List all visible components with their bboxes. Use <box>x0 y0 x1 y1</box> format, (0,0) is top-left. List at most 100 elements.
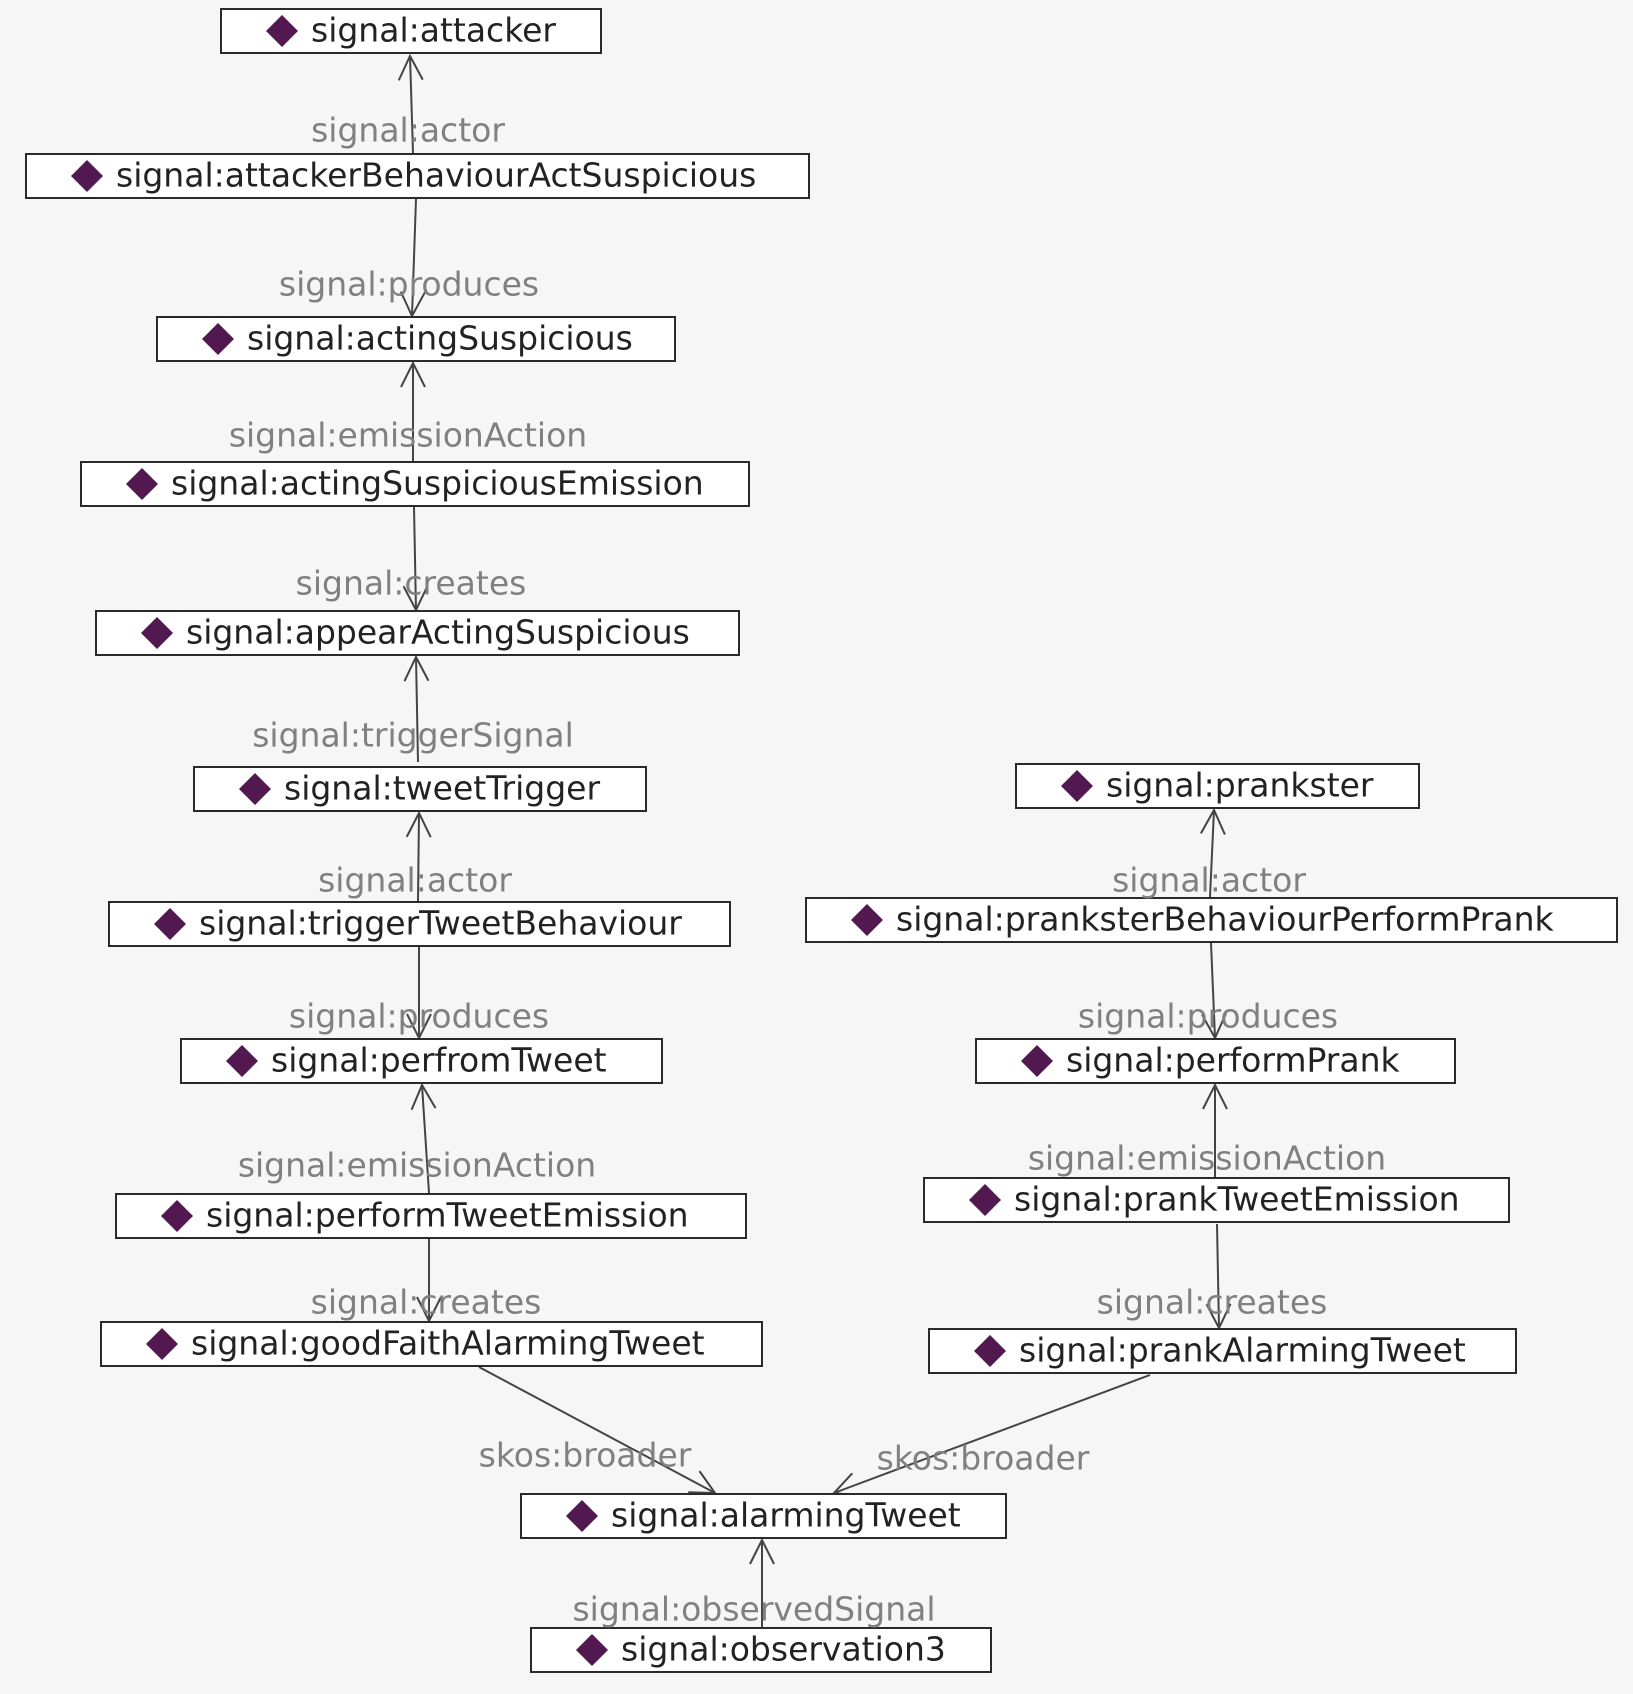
arrowhead-icon <box>403 654 430 682</box>
node-pranksterBehaviourPerformPrank[interactable]: signal:pranksterBehaviourPerformPrank <box>805 897 1618 943</box>
node-box[interactable] <box>80 461 750 507</box>
edge-label: signal:emissionAction <box>1028 1139 1386 1178</box>
edge-actingSuspiciousEmission-to-actingSuspicious <box>400 360 426 461</box>
edge-label: signal:actor <box>311 111 505 150</box>
purple-diamond-icon <box>141 617 173 649</box>
arrowhead-icon <box>410 1082 437 1111</box>
edge-label: skos:broader <box>877 1439 1090 1478</box>
node-box[interactable] <box>100 1321 763 1367</box>
node-box[interactable] <box>928 1328 1517 1374</box>
edge-pranksterBehaviourPerformPrank-to-prankster <box>1200 807 1226 898</box>
node-label: signal:attacker <box>311 11 556 50</box>
node-alarmingTweet[interactable]: signal:alarmingTweet <box>520 1493 1007 1539</box>
purple-diamond-icon <box>154 908 186 940</box>
edge-performTweetEmission-to-perfromTweet <box>410 1082 437 1194</box>
node-label: signal:prankAlarmingTweet <box>1019 1331 1466 1370</box>
node-triggerTweetBehaviour[interactable]: signal:triggerTweetBehaviour <box>108 901 731 947</box>
edge-line <box>478 1366 716 1494</box>
purple-diamond-icon <box>1021 1045 1053 1077</box>
edges-layer <box>397 53 1232 1627</box>
edge-line <box>1210 942 1216 1039</box>
node-label: signal:performTweetEmission <box>206 1196 689 1235</box>
node-label: signal:alarmingTweet <box>611 1496 961 1535</box>
node-box[interactable] <box>180 1038 663 1084</box>
edge-line <box>1209 809 1215 898</box>
purple-diamond-icon <box>969 1184 1001 1216</box>
node-performTweetEmission[interactable]: signal:performTweetEmission <box>115 1193 747 1239</box>
purple-diamond-icon <box>161 1200 193 1232</box>
node-label: signal:pranksterBehaviourPerformPrank <box>896 900 1555 939</box>
node-label: signal:actingSuspicious <box>247 319 633 358</box>
edge-label: signal:creates <box>1097 1283 1328 1322</box>
node-prankster[interactable]: signal:prankster <box>1015 763 1420 809</box>
node-perfromTweet[interactable]: signal:perfromTweet <box>180 1038 663 1084</box>
edge-attackerBehaviourActSuspicious-to-attacker <box>397 53 424 154</box>
node-goodFaithAlarmingTweet[interactable]: signal:goodFaithAlarmingTweet <box>100 1321 763 1367</box>
purple-diamond-icon <box>266 15 298 47</box>
nodes-layer: signal:attacker signal:attackerBehaviourA… <box>25 8 1618 1673</box>
purple-diamond-icon <box>576 1634 608 1666</box>
edge-line <box>833 1374 1151 1494</box>
edge-label: signal:emissionAction <box>229 416 587 455</box>
node-box[interactable] <box>108 901 731 947</box>
purple-diamond-icon <box>146 1328 178 1360</box>
edge-label: signal:emissionAction <box>238 1146 596 1185</box>
node-actingSuspiciousEmission[interactable]: signal:actingSuspiciousEmission <box>80 461 750 507</box>
node-box[interactable] <box>975 1038 1456 1084</box>
edge-line <box>415 656 419 763</box>
edge-prankTweetEmission-to-performPrank <box>1202 1082 1228 1177</box>
node-observation3[interactable]: signal:observation3 <box>530 1627 992 1673</box>
node-performPrank[interactable]: signal:performPrank <box>975 1038 1456 1084</box>
purple-diamond-icon <box>226 1045 258 1077</box>
node-label: signal:prankster <box>1106 766 1374 805</box>
arrowhead-icon <box>749 1537 775 1565</box>
purple-diamond-icon <box>974 1335 1006 1367</box>
node-box[interactable] <box>520 1493 1007 1539</box>
purple-diamond-icon <box>126 468 158 500</box>
edge-label: signal:creates <box>311 1283 542 1322</box>
arrowhead-icon <box>405 810 432 838</box>
purple-diamond-icon <box>566 1500 598 1532</box>
node-appearActingSuspicious[interactable]: signal:appearActingSuspicious <box>95 610 740 656</box>
edge-label: signal:actor <box>1112 861 1306 900</box>
purple-diamond-icon <box>851 904 883 936</box>
node-box[interactable] <box>95 610 740 656</box>
edge-line <box>421 1084 430 1194</box>
purple-diamond-icon <box>239 773 271 805</box>
node-actingSuspicious[interactable]: signal:actingSuspicious <box>156 316 676 362</box>
purple-diamond-icon <box>202 323 234 355</box>
node-label: signal:goodFaithAlarmingTweet <box>191 1324 705 1363</box>
edge-line <box>413 506 417 611</box>
arrowhead-icon <box>1202 1082 1228 1110</box>
node-box[interactable] <box>156 316 676 362</box>
arrowhead-icon <box>397 53 424 81</box>
edge-observation3-to-alarmingTweet <box>749 1537 775 1627</box>
node-box[interactable] <box>25 153 810 199</box>
node-prankAlarmingTweet[interactable]: signal:prankAlarmingTweet <box>928 1328 1517 1374</box>
edge-label: signal:observedSignal <box>572 1590 935 1629</box>
edge-label: signal:produces <box>279 265 539 304</box>
node-tweetTrigger[interactable]: signal:tweetTrigger <box>193 766 647 812</box>
edge-label: signal:creates <box>296 564 527 603</box>
purple-diamond-icon <box>71 160 103 192</box>
arrowhead-icon <box>1200 807 1226 835</box>
node-box[interactable] <box>923 1177 1510 1223</box>
node-label: signal:tweetTrigger <box>284 769 600 808</box>
node-label: signal:appearActingSuspicious <box>186 613 690 652</box>
node-attacker[interactable]: signal:attacker <box>220 8 602 54</box>
edge-label: signal:produces <box>289 997 549 1036</box>
edge-line <box>1216 1223 1220 1329</box>
node-box[interactable] <box>805 897 1618 943</box>
edge-label: signal:produces <box>1078 997 1338 1036</box>
node-attackerBehaviourActSuspicious[interactable]: signal:attackerBehaviourActSuspicious <box>25 153 810 199</box>
edge-label: signal:triggerSignal <box>252 716 574 755</box>
purple-diamond-icon <box>1061 770 1093 802</box>
edge-tweetTrigger-to-appearActingSuspicious <box>403 654 430 763</box>
node-label: signal:prankTweetEmission <box>1014 1180 1460 1219</box>
edge-line <box>411 198 417 317</box>
node-box[interactable] <box>115 1193 747 1239</box>
node-prankTweetEmission[interactable]: signal:prankTweetEmission <box>923 1177 1510 1223</box>
node-label: signal:actingSuspiciousEmission <box>171 464 704 503</box>
edge-label: skos:broader <box>479 1436 692 1475</box>
